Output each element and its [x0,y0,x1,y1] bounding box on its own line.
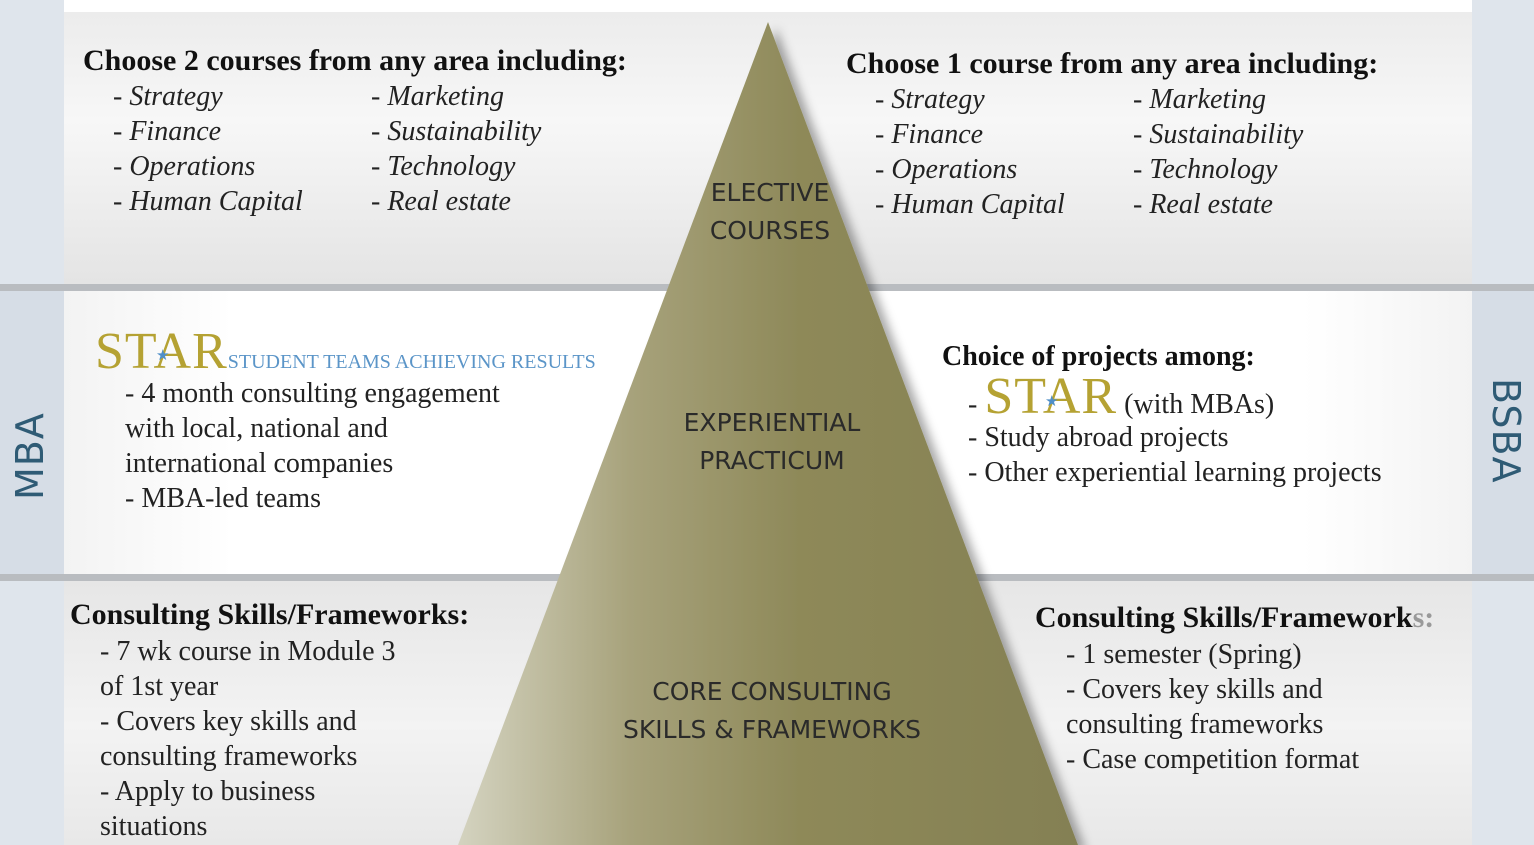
star-subtitle: STUDENT TEAMS ACHIEVING RESULTS [227,351,596,373]
mba-core-line: - Apply to business [100,776,316,807]
bsba-practicum-line: - Study abroad projects [968,422,1229,453]
bsba-elective-item: - Finance [875,119,984,150]
mba-elective-item: - Sustainability [371,116,542,147]
bsba-core-line: - 1 semester (Spring) [1066,639,1302,670]
bsba-electives-heading: Choose 1 course from any area including: [846,47,1379,80]
mba-core-heading: Consulting Skills/Frameworks: [70,598,470,631]
bsba-elective-item: - Strategy [875,84,985,115]
mba-side-column: MBA [0,0,64,845]
bsba-elective-item: - Marketing [1133,84,1266,115]
mba-elective-item: - Finance [113,116,222,147]
mba-core-line: consulting frameworks [100,741,358,772]
bsba-practicum-heading: Choice of projects among: [942,341,1255,372]
tier-core-label: CORE CONSULTING SKILLS & FRAMEWORKS [623,677,921,744]
star-icon: ★ [1045,394,1059,410]
star-logo-mba: STARSTUDENT TEAMS ACHIEVING RESULTS [95,322,596,381]
mba-elective-item: - Human Capital [113,186,303,217]
tier-practicum-label: EXPERIENTIAL PRACTICUM [683,408,861,475]
mba-core-line: of 1st year [100,671,219,702]
tier-elective-label: ELECTIVE COURSES [709,178,831,245]
bsba-elective-item: - Technology [1133,154,1278,185]
mba-elective-item: - Strategy [113,81,223,112]
bsba-elective-item: - Real estate [1133,189,1273,220]
mba-elective-item: - Operations [113,151,256,182]
mba-practicum-line: international companies [125,448,394,479]
mba-elective-item: - Real estate [371,186,511,217]
bsba-elective-item: - Sustainability [1133,119,1304,150]
bsba-elective-item: - Human Capital [875,189,1065,220]
mba-elective-item: - Technology [371,151,516,182]
mba-core-line: situations [100,811,208,842]
bsba-core-heading: Consulting Skills/Frameworks: [1035,601,1435,634]
bsba-elective-item: - Operations [875,154,1018,185]
bsba-core-line: - Covers key skills and [1066,674,1323,705]
mba-practicum-line: with local, national and [125,413,388,444]
mba-core-line: - Covers key skills and [100,706,357,737]
mba-practicum-line: - 4 month consulting engagement [125,378,500,409]
bsba-side-column: BSBA [1472,0,1534,845]
star-logo-bsba: - STAR (with MBAs) [968,368,1275,425]
bsba-core-line: - Case competition format [1066,744,1360,775]
bsba-core-line: consulting frameworks [1066,709,1324,740]
mba-practicum-line: - MBA-led teams [125,483,321,514]
mba-elective-item: - Marketing [371,81,504,112]
star-icon: ★ [156,348,170,364]
bsba-practicum-line: - Other experiential learning projects [968,457,1382,488]
mba-electives-heading: Choose 2 courses from any area including… [83,44,627,77]
star-wordmark: STAR [984,368,1118,425]
star-wordmark: STAR [95,323,228,380]
mba-core-line: - 7 wk course in Module 3 [100,636,396,667]
pyramid-shape [458,22,1078,845]
